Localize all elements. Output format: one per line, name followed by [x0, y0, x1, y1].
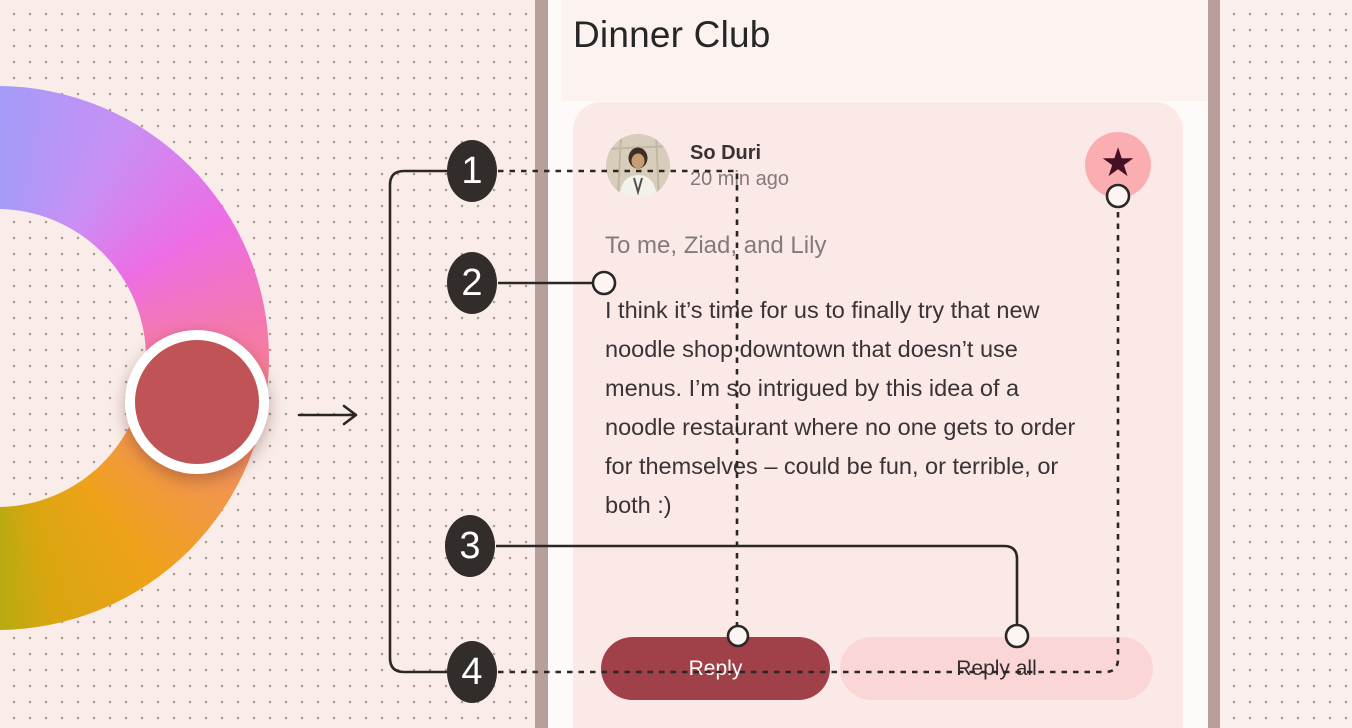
message-body-line: I think it’s time for us to finally try … — [605, 297, 1040, 323]
red-dot-marker — [125, 330, 269, 474]
message-body-line: menus. I’m so intrigued by this idea of … — [605, 375, 1020, 401]
callout-2: 2 — [447, 252, 497, 314]
recipients-line: To me, Ziad, and Lily — [605, 232, 827, 259]
arrow-right-icon — [297, 404, 358, 426]
callout-1: 1 — [447, 140, 497, 202]
page-title: Dinner Club — [573, 14, 771, 55]
callout-3: 3 — [445, 515, 495, 577]
message-body-line: noodle shop downtown that doesn’t use — [605, 336, 1018, 362]
timestamp: 20 min ago — [690, 168, 789, 190]
divider-bar-left — [535, 0, 548, 728]
app-header-surface — [561, 0, 1208, 101]
divider-bar-right — [1208, 0, 1220, 728]
callout-4: 4 — [447, 641, 497, 703]
reply-button[interactable]: Reply — [601, 637, 830, 700]
message-body-line: for themselves – could be fun, or terrib… — [605, 453, 1059, 479]
dotted-background-right — [1220, 0, 1352, 728]
reply-all-button[interactable]: Reply all — [840, 637, 1153, 700]
sender-name: So Duri — [690, 142, 762, 164]
star-icon: ★ — [1100, 141, 1136, 185]
message-body-line: noodle restaurant where no one gets to o… — [605, 414, 1076, 440]
message-body: I think it’s time for us to finally try … — [605, 291, 1075, 525]
avatar-image — [606, 134, 670, 198]
star-button[interactable]: ★ — [1085, 132, 1151, 198]
message-body-line: both :) — [605, 492, 672, 518]
message-card: So Duri 20 min ago ★ To me, Ziad, and Li… — [573, 102, 1183, 728]
